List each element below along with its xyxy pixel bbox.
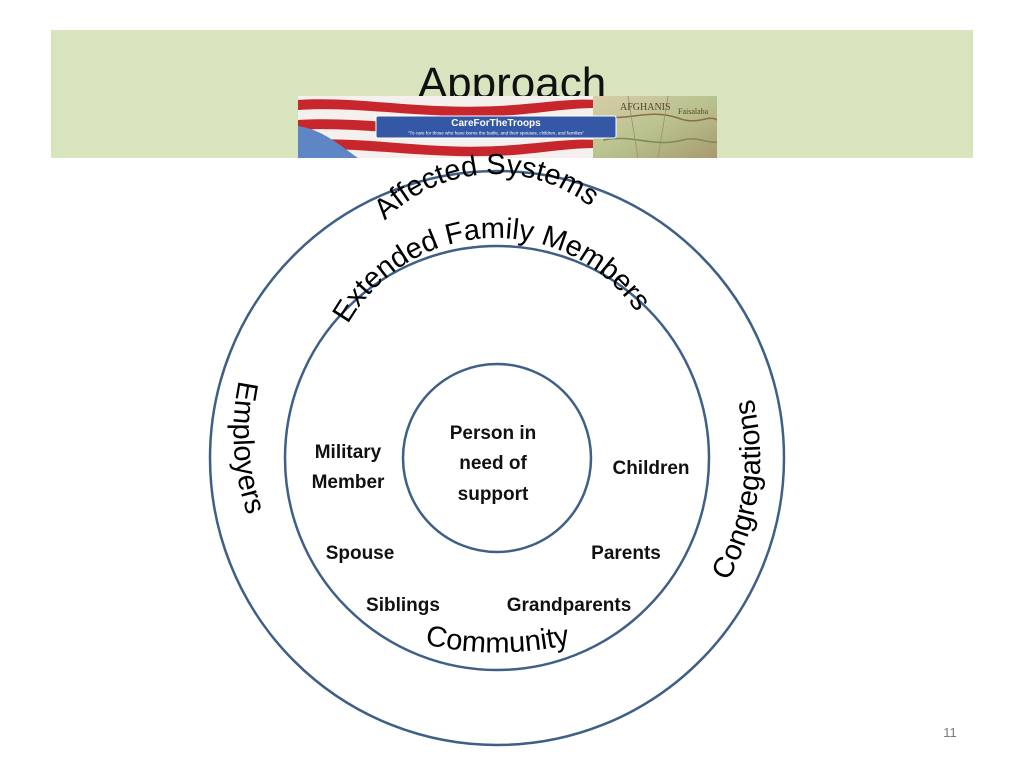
member-label-line2: Member xyxy=(312,472,385,493)
outer-circle-affected-systems xyxy=(208,169,786,747)
inner-circle-person xyxy=(401,362,593,554)
svg-text:Congregations: Congregations xyxy=(706,397,768,585)
banner-name: CareForTheTroops xyxy=(451,118,541,129)
military-label-line1: Military xyxy=(315,442,382,463)
parents-label: Parents xyxy=(591,543,661,564)
page-number: 11 xyxy=(943,725,957,740)
svg-text:Employers: Employers xyxy=(226,379,271,518)
center-line2: need of xyxy=(459,453,527,474)
siblings-label: Siblings xyxy=(366,595,440,616)
svg-text:Community: Community xyxy=(423,620,572,660)
map-label-1: AFGHANIS xyxy=(620,102,671,113)
care-for-the-troops-banner: AFGHANIS Faisalaba CareForTheTroops "To … xyxy=(298,96,717,158)
center-line1: Person in xyxy=(450,423,537,444)
map-label-2: Faisalaba xyxy=(678,107,709,116)
extended-family-members-label: Extended Family Members xyxy=(327,213,657,328)
congregations-label: Congregations xyxy=(706,397,768,585)
svg-text:Extended Family Members: Extended Family Members xyxy=(327,213,657,328)
center-line3: support xyxy=(458,484,529,505)
employers-label: Employers xyxy=(226,379,271,518)
community-label: Community xyxy=(423,620,572,660)
banner-label-box xyxy=(375,115,617,139)
middle-circle-extended-family xyxy=(283,244,711,672)
children-label: Children xyxy=(612,458,689,479)
grandparents-label: Grandparents xyxy=(507,595,632,616)
banner-tagline: "To care for those who have borne the ba… xyxy=(408,131,585,136)
spouse-label: Spouse xyxy=(326,543,395,564)
